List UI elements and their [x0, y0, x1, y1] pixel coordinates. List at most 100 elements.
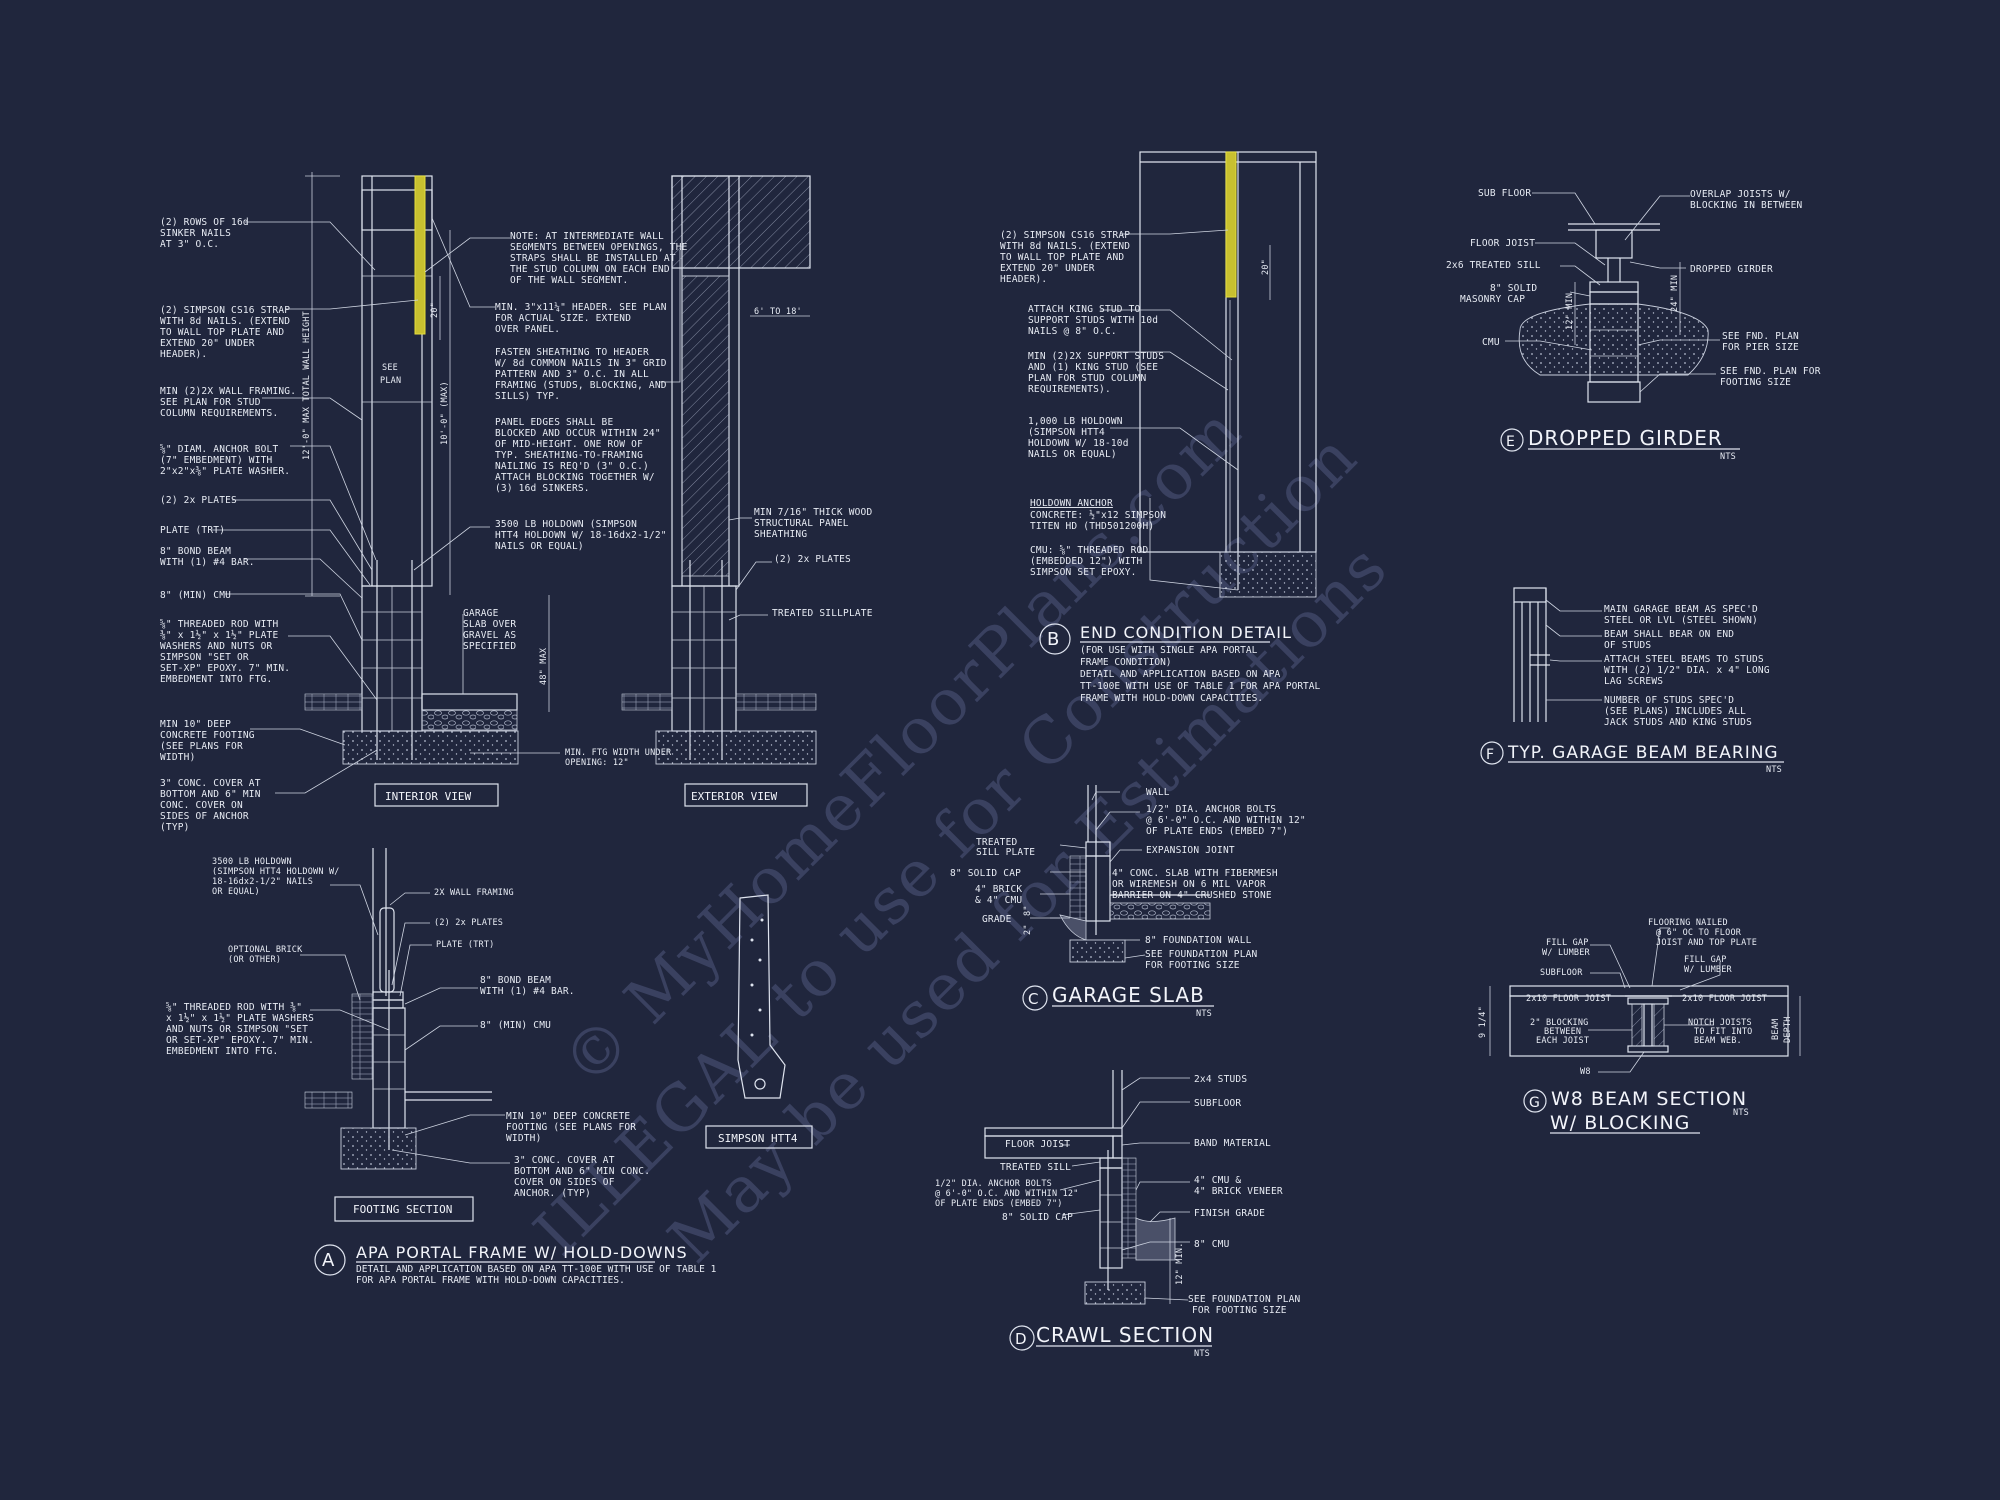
- svg-text:NAILS OR EQUAL): NAILS OR EQUAL): [1028, 449, 1117, 460]
- svg-text:18-16dx2-1/2" NAILS: 18-16dx2-1/2" NAILS: [212, 877, 313, 887]
- svg-text:WITH 8d NAILS. (EXTEND: WITH 8d NAILS. (EXTEND: [1000, 241, 1130, 252]
- svg-text:⅝" THREADED ROD WITH: ⅝" THREADED ROD WITH: [160, 619, 278, 630]
- svg-text:HOLDOWN ANCHOR: HOLDOWN ANCHOR: [1030, 498, 1113, 509]
- svg-text:⅝" DIAM. ANCHOR BOLT: ⅝" DIAM. ANCHOR BOLT: [160, 444, 278, 455]
- detail-d-notes: 2x4 STUDS SUBFLOOR FLOOR JOIST BAND MATE…: [935, 1074, 1300, 1316]
- svg-text:OR SET-XP" EPOXY. 7" MIN.: OR SET-XP" EPOXY. 7" MIN.: [166, 1035, 314, 1046]
- detail-a-subtitle-1: DETAIL AND APPLICATION BASED ON APA TT-1…: [356, 1264, 717, 1275]
- detail-e-drawing: 12" MIN 24" MIN: [1518, 223, 1709, 403]
- svg-text:4" BRICK VENEER: 4" BRICK VENEER: [1194, 1186, 1283, 1197]
- detail-e-nts: NTS: [1720, 452, 1736, 462]
- detail-d-marker-circle: [1009, 1325, 1035, 1351]
- svg-text:MIN (2)2X WALL FRAMING.: MIN (2)2X WALL FRAMING.: [160, 386, 296, 397]
- detail-d-dim-12: 12" MIN.: [1175, 1242, 1185, 1285]
- svg-text:3500 LB HOLDOWN: 3500 LB HOLDOWN: [212, 857, 292, 867]
- svg-text:STRUCTURAL PANEL: STRUCTURAL PANEL: [754, 518, 849, 529]
- svg-text:4" CMU &: 4" CMU &: [1194, 1175, 1241, 1186]
- simpson-htt4-label-box: [705, 1125, 813, 1149]
- detail-f-notes: MAIN GARAGE BEAM AS SPEC'D STEEL OR LVL …: [1545, 599, 1770, 728]
- simpson-htt4-drawing: [737, 894, 786, 1099]
- svg-text:SIDES OF ANCHOR: SIDES OF ANCHOR: [160, 811, 249, 822]
- svg-text:1/2" DIA. ANCHOR BOLTS: 1/2" DIA. ANCHOR BOLTS: [1146, 804, 1276, 815]
- svg-text:OPENING: 12": OPENING: 12": [565, 758, 629, 768]
- detail-c-dim-8: 8": [1023, 905, 1033, 916]
- svg-text:DETAIL AND APPLICATION BASED O: DETAIL AND APPLICATION BASED ON APA: [1080, 669, 1280, 680]
- footing-section-label-box: [334, 1196, 474, 1222]
- detail-a-center-notes: NOTE: AT INTERMEDIATE WALL SEGMENTS BETW…: [413, 217, 687, 768]
- svg-text:ANCHOR. (TYP): ANCHOR. (TYP): [514, 1188, 591, 1199]
- detail-g-marker-circle: [1523, 1089, 1547, 1113]
- svg-text:PLATE (TRT): PLATE (TRT): [436, 940, 495, 950]
- see-plan-2: PLAN: [380, 376, 401, 386]
- dim-6-to-18: 6' TO 18': [754, 307, 802, 317]
- svg-text:GRAVEL AS: GRAVEL AS: [463, 630, 516, 641]
- svg-text:CONC. COVER ON: CONC. COVER ON: [160, 800, 243, 811]
- svg-text:EXTEND 20" UNDER: EXTEND 20" UNDER: [1000, 263, 1095, 274]
- svg-text:GRADE: GRADE: [982, 914, 1012, 925]
- detail-a-right-notes: MIN 7/16" THICK WOOD STRUCTURAL PANEL SH…: [728, 507, 873, 621]
- svg-text:WITH (1) #4 BAR.: WITH (1) #4 BAR.: [480, 986, 575, 997]
- svg-text:4" CONC. SLAB WITH FIBERMESH: 4" CONC. SLAB WITH FIBERMESH: [1112, 868, 1278, 879]
- detail-a-leaders: [212, 221, 419, 794]
- detail-g-notes: FILL GAP W/ LUMBER FLOORING NAILED @ 6" …: [1526, 918, 1767, 1077]
- svg-text:SIMPSON SET EPOXY.: SIMPSON SET EPOXY.: [1030, 567, 1137, 578]
- svg-text:8" BOND BEAM: 8" BOND BEAM: [480, 975, 551, 986]
- detail-f-nts: NTS: [1766, 765, 1782, 775]
- detail-b-dim-20: 20": [1261, 259, 1271, 275]
- detail-c-marker: C: [1028, 990, 1039, 1008]
- svg-text:8" (MIN) CMU: 8" (MIN) CMU: [480, 1020, 551, 1031]
- svg-text:PANEL EDGES SHALL BE: PANEL EDGES SHALL BE: [495, 417, 613, 428]
- svg-text:HOLDOWN W/ 18-10d: HOLDOWN W/ 18-10d: [1028, 438, 1129, 449]
- svg-text:2x10 FLOOR JOIST: 2x10 FLOOR JOIST: [1682, 994, 1767, 1004]
- svg-text:FILL GAP: FILL GAP: [1546, 938, 1589, 948]
- detail-g-title-2: W/ BLOCKING: [1550, 1112, 1690, 1134]
- svg-text:NOTCH JOISTS: NOTCH JOISTS: [1688, 1018, 1752, 1028]
- svg-text:(OR OTHER): (OR OTHER): [228, 955, 281, 965]
- svg-text:BEAM SHALL BEAR ON END: BEAM SHALL BEAR ON END: [1604, 629, 1734, 640]
- svg-text:FOOTING SIZE: FOOTING SIZE: [1720, 377, 1791, 388]
- svg-text:TYP. SHEATHING-TO-FRAMING: TYP. SHEATHING-TO-FRAMING: [495, 450, 643, 461]
- detail-g-title-1: W8 BEAM SECTION: [1551, 1088, 1747, 1110]
- svg-text:TO FIT INTO: TO FIT INTO: [1694, 1027, 1753, 1037]
- svg-text:2x6 TREATED SILL: 2x6 TREATED SILL: [1446, 260, 1541, 271]
- svg-text:WASHERS AND NUTS OR: WASHERS AND NUTS OR: [160, 641, 273, 652]
- svg-text:WALL: WALL: [1146, 787, 1170, 798]
- svg-text:FOR FOOTING SIZE: FOR FOOTING SIZE: [1145, 960, 1240, 971]
- svg-text:BOTTOM AND 6" MIN CONC.: BOTTOM AND 6" MIN CONC.: [514, 1166, 650, 1177]
- svg-text:OF MID-HEIGHT. ONE ROW OF: OF MID-HEIGHT. ONE ROW OF: [495, 439, 643, 450]
- svg-text:3500 LB HOLDOWN (SIMPSON: 3500 LB HOLDOWN (SIMPSON: [495, 519, 637, 530]
- svg-text:AT 3" O.C.: AT 3" O.C.: [160, 239, 219, 250]
- svg-text:SILL PLATE: SILL PLATE: [976, 847, 1035, 858]
- detail-e-dim-12: 12" MIN: [1565, 293, 1575, 330]
- svg-text:PATTERN AND 3" O.C. IN ALL: PATTERN AND 3" O.C. IN ALL: [495, 369, 649, 380]
- svg-text:(TYP): (TYP): [160, 822, 190, 833]
- svg-text:BAND MATERIAL: BAND MATERIAL: [1194, 1138, 1271, 1149]
- svg-text:(3) 16d SINKERS.: (3) 16d SINKERS.: [495, 483, 590, 494]
- svg-text:FRAME WITH HOLD-DOWN CAPACITIE: FRAME WITH HOLD-DOWN CAPACITIES.: [1080, 693, 1263, 704]
- detail-a-title: APA PORTAL FRAME W/ HOLD-DOWNS: [356, 1243, 688, 1262]
- svg-text:BEAM WEB.: BEAM WEB.: [1694, 1036, 1742, 1046]
- detail-d-drawing: 12" MIN.: [984, 1070, 1185, 1305]
- svg-text:ATTACH KING STUD TO: ATTACH KING STUD TO: [1028, 304, 1141, 315]
- detail-f-marker: F: [1486, 747, 1495, 763]
- svg-text:CONCRETE FOOTING: CONCRETE FOOTING: [160, 730, 255, 741]
- detail-a-marker: A: [322, 1250, 335, 1271]
- detail-a-exterior-view: 6' TO 18': [621, 175, 817, 765]
- svg-text:MIN (2)2X SUPPORT STUDS: MIN (2)2X SUPPORT STUDS: [1028, 351, 1164, 362]
- svg-text:OVER PANEL.: OVER PANEL.: [495, 324, 560, 335]
- svg-text:SUB FLOOR: SUB FLOOR: [1478, 188, 1531, 199]
- detail-a-footing-section: [304, 848, 492, 1170]
- svg-text:TT-100E WITH USE OF TABLE 1 FO: TT-100E WITH USE OF TABLE 1 FOR APA PORT…: [1080, 681, 1320, 692]
- detail-e-dim-24: 24" MIN: [1670, 275, 1680, 312]
- svg-text:OF THE WALL SEGMENT.: OF THE WALL SEGMENT.: [510, 275, 628, 286]
- svg-text:(SEE PLANS) INCLUDES ALL: (SEE PLANS) INCLUDES ALL: [1604, 706, 1746, 717]
- detail-b-notes: (2) SIMPSON CS16 STRAP WITH 8d NAILS. (E…: [1000, 229, 1239, 591]
- detail-a-interior-view: 12'-0" MAX TOTAL WALL HEIGHT 10'-0" (MAX…: [302, 172, 550, 765]
- svg-text:FOR FOOTING SIZE: FOR FOOTING SIZE: [1192, 1305, 1287, 1316]
- svg-text:LAG SCREWS: LAG SCREWS: [1604, 676, 1663, 687]
- svg-text:(2) 2x PLATES: (2) 2x PLATES: [434, 918, 503, 928]
- detail-g-marker: G: [1529, 1095, 1541, 1111]
- svg-text:WITH (1) #4 BAR.: WITH (1) #4 BAR.: [160, 557, 255, 568]
- detail-a-footing-notes: 3500 LB HOLDOWN (SIMPSON HTT4 HOLDOWN W/…: [166, 857, 650, 1199]
- svg-text:MIN 7/16" THICK WOOD: MIN 7/16" THICK WOOD: [754, 507, 872, 518]
